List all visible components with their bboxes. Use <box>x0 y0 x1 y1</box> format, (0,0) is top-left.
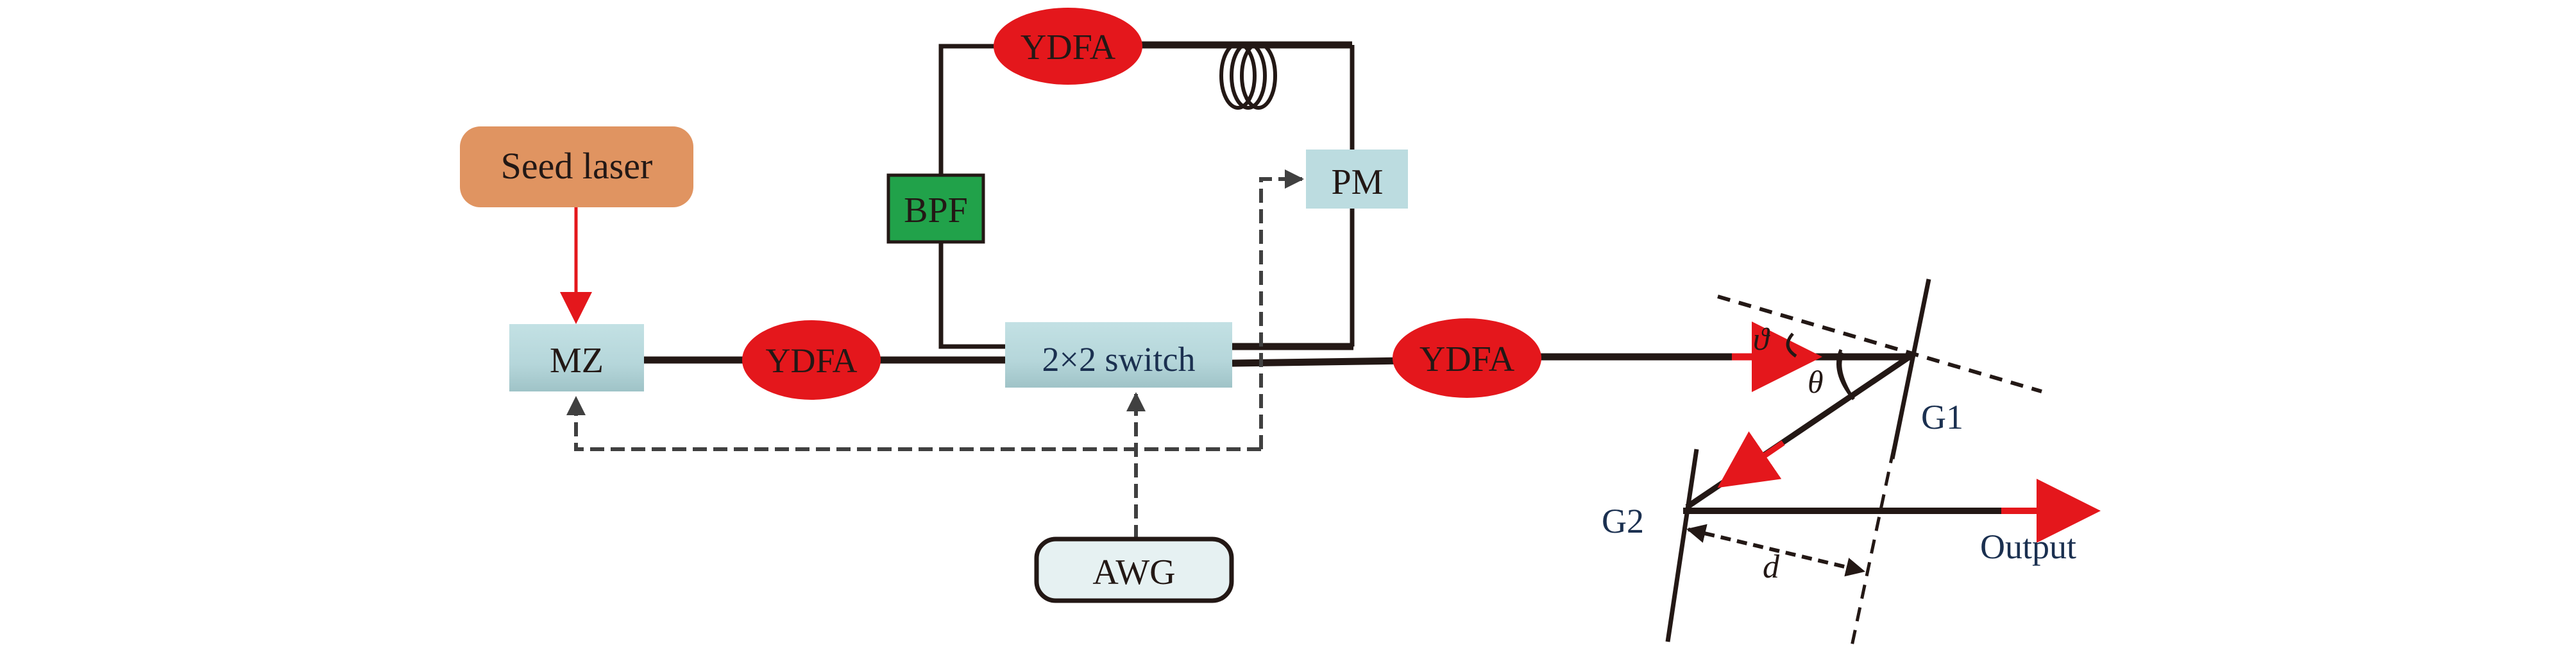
grating-normal-dashed <box>1717 295 2042 393</box>
bpf-filter[interactable]: BPF <box>886 173 985 244</box>
awg-label: AWG <box>1092 553 1175 592</box>
g2-label: G2 <box>1602 502 1644 540</box>
awg-generator[interactable]: AWG <box>1034 536 1234 603</box>
ydfa-preamp[interactable]: YDFA <box>742 320 881 400</box>
grating-g1-image-dashed <box>1849 449 1895 652</box>
awg-to-mz-control <box>566 396 1261 451</box>
switch-2x2[interactable]: 2×2 switch <box>1005 322 1232 388</box>
ring-loop <box>938 41 1355 350</box>
separation-arrow <box>1686 524 1865 577</box>
grating-g1[interactable] <box>1890 279 1931 459</box>
mz-label: MZ <box>550 341 604 381</box>
diffraction-angle-arc-curve <box>1836 349 1855 400</box>
seed-laser-label: Seed laser <box>501 145 653 187</box>
grating-compressor: ϑ θ G1 G2 d Output <box>1602 279 2101 652</box>
ydfa-power-amp[interactable]: YDFA <box>1393 318 1541 398</box>
diffraction-angle-label: θ <box>1808 364 1824 400</box>
separation-label: d <box>1763 549 1780 585</box>
grating-g2[interactable] <box>1665 449 1699 642</box>
g1-label: G1 <box>1921 398 1963 436</box>
seed-laser[interactable]: Seed laser <box>460 126 693 207</box>
awg-to-pm-control <box>1259 169 1304 449</box>
ydfa-loop-amp[interactable]: YDFA <box>994 8 1142 85</box>
incident-angle-label: ϑ <box>1753 321 1770 357</box>
switch-to-ydfa-line <box>1232 357 1405 367</box>
pm-label: PM <box>1332 162 1384 202</box>
switch-label: 2×2 switch <box>1042 340 1196 379</box>
fiber-coil-icon <box>1219 42 1277 110</box>
control-lines <box>566 169 1304 539</box>
diffracted-beam-arrow <box>1717 431 1785 488</box>
output-label: Output <box>1980 528 2076 566</box>
ydfa-loop-label: YDFA <box>1021 28 1116 67</box>
incident-angle-arc <box>1786 332 1797 358</box>
diffracted-beam <box>1685 353 1913 510</box>
ydfa-power-label: YDFA <box>1419 339 1515 379</box>
phase-modulator[interactable]: PM <box>1306 150 1408 209</box>
ydfa-preamp-label: YDFA <box>765 341 857 380</box>
bpf-label: BPF <box>904 191 968 230</box>
mz-modulator[interactable]: MZ <box>509 324 644 391</box>
